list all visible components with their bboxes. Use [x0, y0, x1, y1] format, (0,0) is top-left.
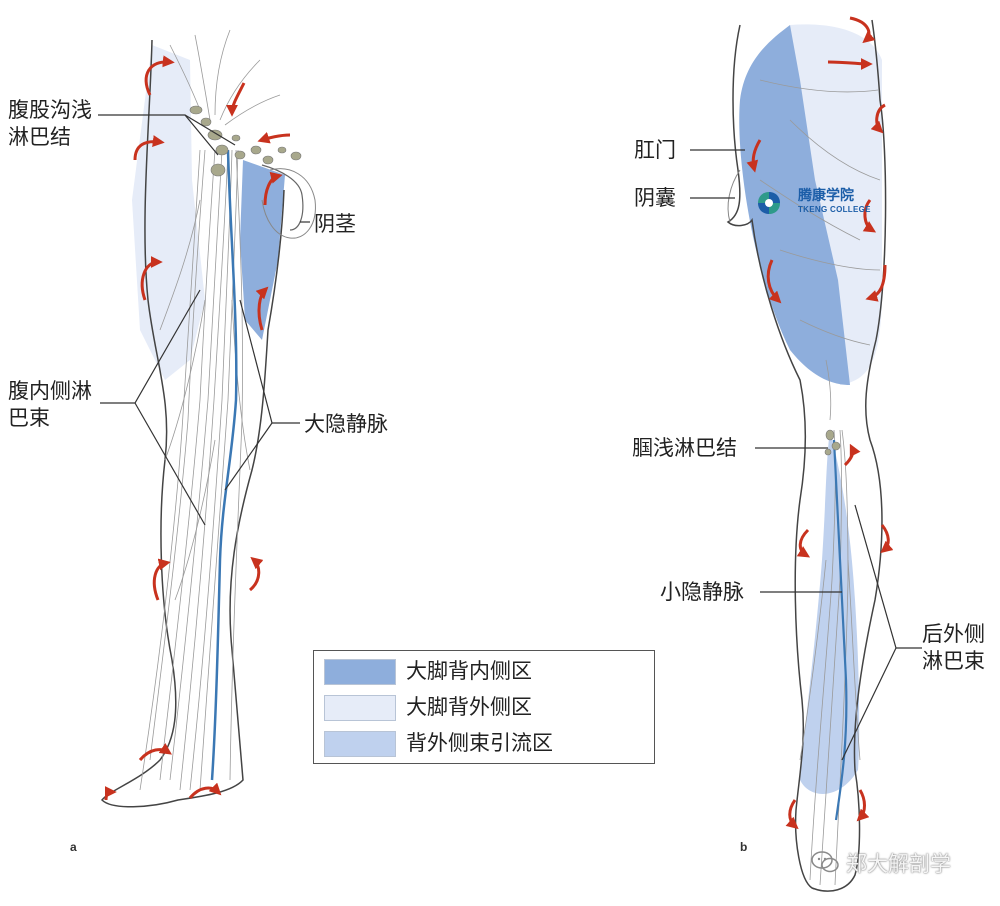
medial-zone-posterior — [739, 25, 850, 385]
leg-outline-posterior — [726, 19, 887, 892]
college-logo-name-cn: 腾康学院 — [798, 188, 854, 204]
label-inguinal-nodes: 腹股沟浅 淋巴结 — [8, 98, 92, 149]
leg-posterior — [690, 16, 922, 892]
inguinal-node-cluster — [189, 105, 302, 177]
leg-anterior — [98, 29, 316, 808]
college-logo-name-en: TKENG COLLEGE — [798, 205, 871, 214]
leg-outline-anterior — [100, 39, 285, 808]
college-logo: 腾康学院 TKENG COLLEGE — [756, 188, 886, 218]
penis-sketch — [261, 168, 316, 239]
scrotum-sketch — [727, 169, 741, 223]
label-anus: 肛门 — [634, 138, 676, 162]
legend-swatch-drainage — [324, 731, 396, 757]
label-popliteal-nodes: 腘浅淋巴结 — [632, 436, 737, 460]
lateral-zone-anterior — [132, 45, 205, 380]
lateral-zone-posterior — [790, 24, 882, 385]
label-ventromedial-bundle: 腹内侧淋 巴束 — [8, 379, 92, 430]
label-scrotum: 阴囊 — [634, 186, 676, 210]
legend-swatch-lateral — [324, 695, 396, 721]
legend-swatch-medial — [324, 659, 396, 685]
leader-lines-anterior — [98, 114, 310, 526]
wechat-watermark: 郑大解剖学 — [810, 846, 980, 880]
legend-label-drainage: 背外侧束引流区 — [406, 731, 553, 755]
label-posterolateral-bundle: 后外侧 淋巴束 — [922, 622, 985, 673]
arrows-posterior — [746, 16, 894, 830]
label-penis: 阴茎 — [314, 212, 356, 236]
arrows-anterior — [104, 55, 291, 801]
legend-item-lateral: 大脚背外侧区 — [324, 694, 644, 721]
great-saphenous-vein — [210, 149, 238, 781]
legend: 大脚背内侧区 大脚背外侧区 背外侧束引流区 — [313, 650, 655, 764]
legend-label-lateral: 大脚背外侧区 — [406, 695, 532, 719]
medial-zone-anterior — [240, 160, 285, 340]
panel-letter-a: a — [70, 840, 77, 854]
legend-item-drainage: 背外侧束引流区 — [324, 730, 644, 757]
popliteal-node-cluster — [824, 429, 841, 456]
label-small-saphenous-vein: 小隐静脉 — [660, 580, 744, 604]
college-logo-icon — [758, 192, 780, 214]
label-great-saphenous-vein: 大隐静脉 — [304, 412, 388, 436]
small-saphenous-vein — [832, 439, 848, 821]
legend-label-medial: 大脚背内侧区 — [406, 659, 532, 683]
legend-item-medial: 大脚背内侧区 — [324, 658, 644, 685]
lymph-vessels-anterior — [139, 29, 281, 791]
leader-lines-posterior — [690, 149, 922, 761]
panel-letter-b: b — [740, 840, 748, 854]
inner-thigh-line — [261, 164, 304, 231]
watermark-text: 郑大解剖学 — [846, 852, 951, 876]
wechat-icon — [811, 851, 839, 873]
